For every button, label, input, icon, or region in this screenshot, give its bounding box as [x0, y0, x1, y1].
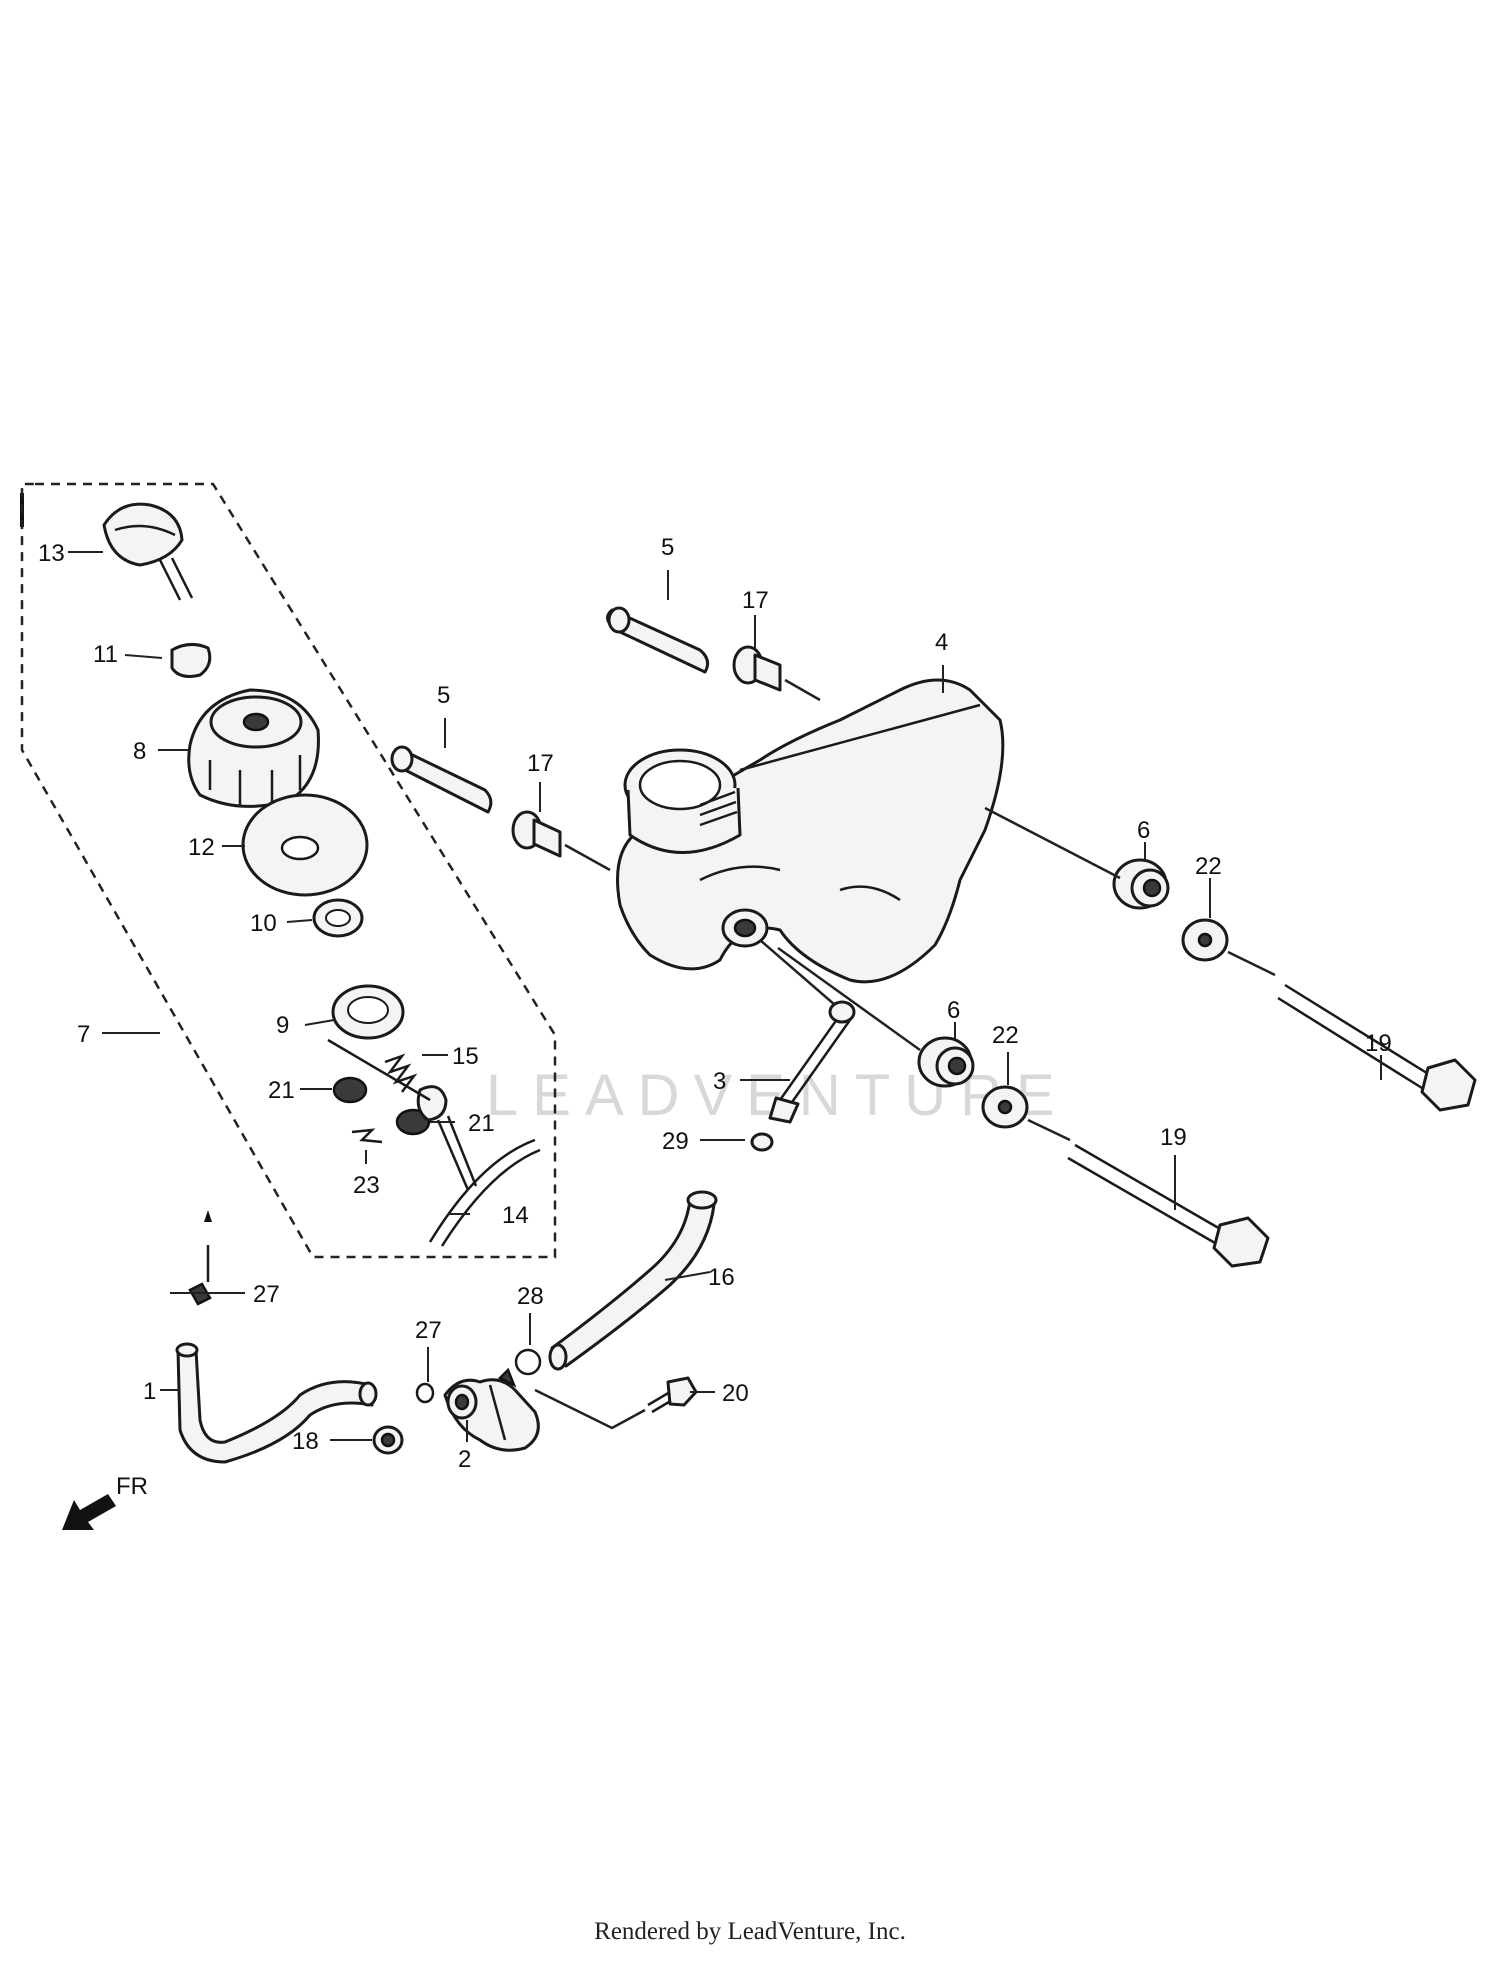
callout-17-lower: 17: [527, 750, 554, 777]
centerline-upper-bolt: [1227, 950, 1276, 977]
callout-5-upper: 5: [661, 534, 674, 561]
centerline-lower-mount: [777, 946, 921, 1052]
centerline-lower-dowel: [564, 843, 611, 872]
part-22-washer-upper[interactable]: [1181, 918, 1229, 962]
callout-19-upper: 19: [1365, 1030, 1392, 1057]
front-label: FR: [116, 1473, 148, 1500]
part-11-gasket[interactable]: [170, 643, 212, 678]
part-15-spring[interactable]: [384, 1053, 418, 1093]
centerline-screw: [759, 939, 836, 1006]
callout-27-upper: 27: [253, 1281, 280, 1308]
callout-29: 29: [662, 1128, 689, 1155]
part-22-washer-lower[interactable]: [981, 1085, 1029, 1129]
callout-16: 16: [708, 1264, 735, 1291]
callout-3: 3: [713, 1068, 726, 1095]
callout-21-lower: 21: [268, 1077, 295, 1104]
leader-lines: [68, 551, 1382, 1442]
part-17-collar-lower[interactable]: [511, 810, 562, 858]
centerline-upper-mount: [984, 806, 1121, 880]
cap-assembly-group-outline: [20, 482, 557, 1259]
callout-27-lower: 27: [415, 1317, 442, 1344]
part-6-grommet-lower[interactable]: [917, 1036, 975, 1088]
callout-23: 23: [353, 1172, 380, 1199]
front-arrow-icon: [62, 1494, 116, 1530]
arrow-head-up: [204, 1210, 212, 1222]
part-19-bolt-lower[interactable]: [1067, 1143, 1270, 1268]
centerline-lower-bolt: [1027, 1118, 1071, 1142]
part-14-tether[interactable]: [416, 1085, 541, 1247]
part-12-seal-disc[interactable]: [241, 793, 369, 897]
callout-22-upper: 22: [1195, 853, 1222, 880]
callout-7: 7: [77, 1021, 90, 1048]
part-28-hose-clip[interactable]: [514, 1348, 542, 1376]
part-6-grommet-upper[interactable]: [1112, 858, 1170, 910]
part-23-clip[interactable]: [351, 1128, 383, 1144]
part-21-washer-lower[interactable]: [332, 1076, 368, 1104]
part-2-fuel-valve[interactable]: [443, 1367, 540, 1452]
part-16-fuel-hose[interactable]: [548, 1190, 718, 1371]
callout-17-upper: 17: [742, 587, 769, 614]
callout-6-upper: 6: [1137, 817, 1150, 844]
callout-9: 9: [276, 1012, 289, 1039]
callout-8: 8: [133, 738, 146, 765]
part-5-dowel-upper[interactable]: [606, 606, 710, 674]
part-19-bolt-upper[interactable]: [1277, 983, 1477, 1112]
callout-20: 20: [722, 1380, 749, 1407]
callout-1: 1: [143, 1378, 156, 1405]
centerline-valve-bolt: [534, 1388, 646, 1430]
callout-21-upper: 21: [468, 1110, 495, 1137]
callout-13: 13: [38, 540, 65, 567]
part-5-dowel-lower[interactable]: [390, 745, 493, 814]
part-8-fuel-cap[interactable]: [187, 688, 320, 808]
callout-4: 4: [935, 629, 948, 656]
callout-10: 10: [250, 910, 277, 937]
part-20-bolt[interactable]: [647, 1376, 698, 1414]
tether-guide-line: [327, 1038, 431, 1102]
part-17-collar-upper[interactable]: [732, 645, 782, 692]
part-3-screw[interactable]: [768, 1000, 856, 1124]
centerline-upper-dowel: [784, 678, 821, 702]
callout-19-lower: 19: [1160, 1124, 1187, 1151]
part-1-fuel-line[interactable]: [175, 1342, 378, 1464]
callout-18: 18: [292, 1428, 319, 1455]
callout-15: 15: [452, 1043, 479, 1070]
part-29-o-ring[interactable]: [750, 1132, 774, 1152]
callout-11: 11: [93, 641, 118, 668]
callout-28: 28: [517, 1283, 544, 1310]
callout-22-lower: 22: [992, 1022, 1019, 1049]
part-21-washer-upper[interactable]: [395, 1108, 431, 1136]
part-4-fuel-tank[interactable]: [616, 678, 1005, 984]
footer-credit: Rendered by LeadVenture, Inc.: [594, 1918, 906, 1945]
callout-labels: 13 11 8 12 10 9 15 21 21 23 14 7 5 17 4 …: [38, 534, 1392, 1473]
callout-14: 14: [502, 1202, 529, 1229]
front-direction-indicator: FR: [62, 1473, 148, 1530]
callout-2: 2: [458, 1446, 471, 1473]
part-18-nut[interactable]: [372, 1425, 404, 1455]
callout-12: 12: [188, 834, 215, 861]
part-13-cap-knob[interactable]: [102, 502, 194, 601]
callout-6-lower: 6: [947, 997, 960, 1024]
part-9-cup[interactable]: [331, 984, 405, 1040]
part-10-ring[interactable]: [312, 898, 364, 938]
callout-5-lower: 5: [437, 682, 450, 709]
part-27-clip-lower[interactable]: [415, 1382, 435, 1404]
